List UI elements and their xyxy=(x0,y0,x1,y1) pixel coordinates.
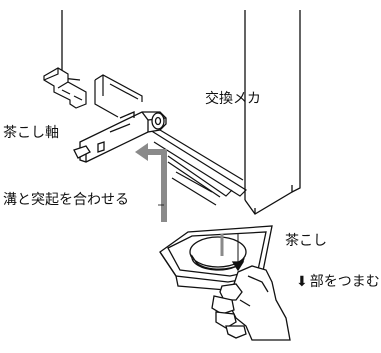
strainer xyxy=(159,225,273,291)
label-strainer: 茶こし xyxy=(285,233,327,249)
label-align-groove: 溝と突起を合わせる xyxy=(3,192,129,208)
exchange-mechanism xyxy=(94,74,247,206)
label-exchange-mechanism: 交換メカ xyxy=(205,91,261,107)
down-arrow-icon: ⬇ xyxy=(296,274,308,290)
strainer-mesh xyxy=(191,254,245,271)
label-pinch-part: 部をつまむ xyxy=(309,274,380,290)
hand xyxy=(211,265,291,341)
strainer-shaft xyxy=(73,111,167,163)
label-pinch-instruction: ⬇部をつまむ xyxy=(296,275,380,289)
label-strainer-shaft: 茶こし軸 xyxy=(3,125,59,141)
upper-bracket xyxy=(43,67,87,109)
insert-direction-arrow xyxy=(135,143,167,222)
